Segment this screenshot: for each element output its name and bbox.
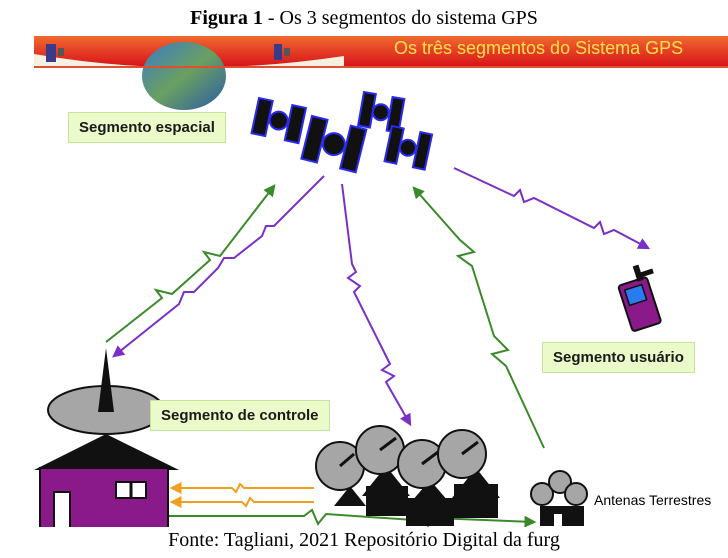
gps-receiver-icon [617,264,662,332]
banner-title: Os três segmentos do Sistema GPS [394,38,684,58]
figure-source: Fonte: Tagliani, 2021 Repositório Digita… [168,529,560,551]
satellite-constellation-icon [250,90,434,174]
remote-antennas-icon [530,470,588,526]
uplink-antennas-to-space [412,186,545,449]
satellite-icon [300,114,368,174]
uplink-control-to-space [105,184,276,343]
control-segment-label: Segmento de controle [150,400,330,431]
satellite-icon [250,96,308,145]
control-station-icon [34,348,179,527]
banner [34,36,728,110]
figure-title: - Os 3 segmentos do sistema GPS [262,7,538,29]
signal-space-to-user [453,167,651,250]
diagram-canvas [34,36,728,527]
satellite-icon [356,90,406,134]
ground-link-orange-1 [169,482,314,494]
satellite-icon [383,124,434,171]
banner-satellite-icon [46,44,290,62]
ground-antennas-label: Antenas Terrestres [594,492,712,508]
space-segment-label: Segmento espacial [68,112,226,143]
signal-space-to-control [112,175,325,358]
ground-link-orange-2 [169,496,314,508]
figure-number: Figura 1 [190,7,263,29]
ground-antennas-icon [315,425,500,526]
signal-space-to-antennas [341,183,412,427]
figure-caption: Figura 1 - Os 3 segmentos do sistema GPS [0,0,728,36]
user-segment-label: Segmento usuário [542,342,695,373]
gps-segments-diagram: Os três segmentos do Sistema GPS Segment… [34,36,728,527]
earth-icon [142,42,226,110]
